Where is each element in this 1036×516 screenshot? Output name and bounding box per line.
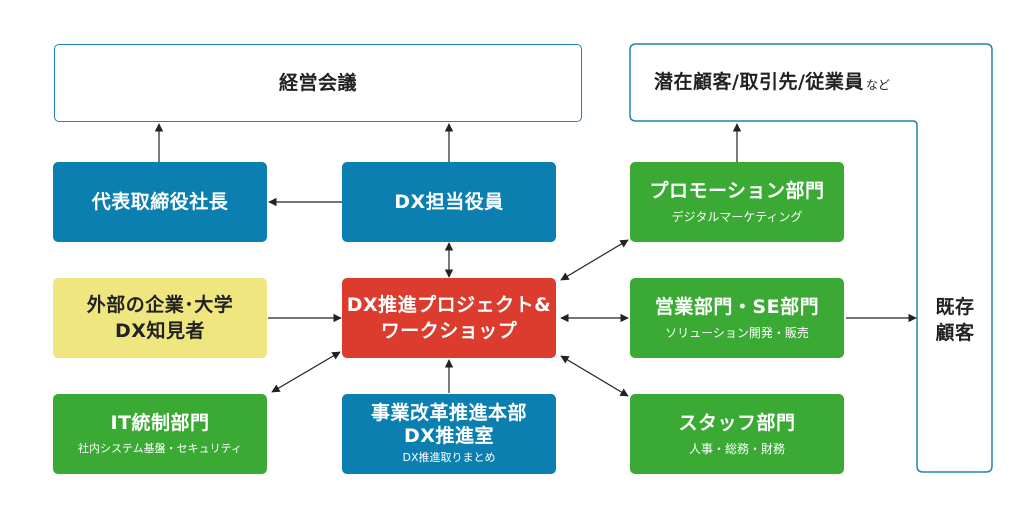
sales-se-dept-box: 営業部門・SE部門 ソリューション開発・販売	[630, 278, 844, 358]
dx-project-line2: ワークショップ	[380, 320, 518, 342]
potential-customers-label: 潜在顧客/取引先/従業員	[654, 71, 864, 93]
promotion-dept-subtitle: デジタルマーケティング	[671, 210, 803, 224]
promotion-dept-title: プロモーション部門	[649, 180, 825, 202]
ceo-box: 代表取締役社長	[53, 162, 267, 242]
customer-frame-outline	[629, 43, 993, 473]
potential-customers-suffix: など	[865, 77, 890, 92]
it-governance-subtitle: 社内システム基盤・セキュリティ	[77, 442, 242, 455]
arrow-project-staff	[560, 355, 629, 397]
external-partners-box: 外部の企業･大学 DX知見者	[53, 278, 267, 358]
business-reform-line1: 事業改革推進本部	[370, 402, 527, 424]
dx-officer-box: DX担当役員	[342, 162, 556, 242]
dx-project-workshop-box: DX推進プロジェクト& ワークショップ	[342, 278, 556, 358]
arrow-it-project	[271, 351, 341, 393]
it-governance-title: IT統制部門	[110, 412, 210, 434]
dx-officer-label: DX担当役員	[394, 191, 504, 213]
existing-customers-line1: 既存	[935, 296, 975, 318]
existing-customers-line2: 顧客	[935, 322, 975, 344]
staff-dept-box: スタッフ部門 人事・総務・財務	[630, 394, 844, 474]
it-governance-box: IT統制部門 社内システム基盤・セキュリティ	[53, 394, 267, 474]
external-partners-line2: DX知見者	[115, 320, 205, 342]
management-meeting-label: 経営会議	[278, 72, 357, 94]
sales-se-dept-subtitle: ソリューション開発・販売	[665, 326, 809, 340]
external-partners-line1: 外部の企業･大学	[86, 294, 234, 316]
promotion-dept-box: プロモーション部門 デジタルマーケティング	[630, 162, 844, 242]
ceo-label: 代表取締役社長	[91, 191, 229, 213]
business-reform-subtitle: DX推進取りまとめ	[402, 451, 496, 464]
management-meeting-box: 経営会議	[54, 44, 582, 122]
business-reform-line2: DX推進室	[404, 425, 494, 447]
existing-customers-label-box: 既存 顧客	[919, 290, 991, 350]
arrow-project-promotion	[560, 239, 629, 281]
business-reform-box: 事業改革推進本部 DX推進室 DX推進取りまとめ	[342, 394, 556, 474]
staff-dept-subtitle: 人事・総務・財務	[688, 442, 785, 456]
potential-customers-label-box: 潜在顧客/取引先/従業員 など	[632, 58, 912, 106]
sales-se-dept-title: 営業部門・SE部門	[654, 296, 820, 318]
dx-project-line1: DX推進プロジェクト&	[346, 294, 552, 316]
staff-dept-title: スタッフ部門	[678, 412, 796, 434]
